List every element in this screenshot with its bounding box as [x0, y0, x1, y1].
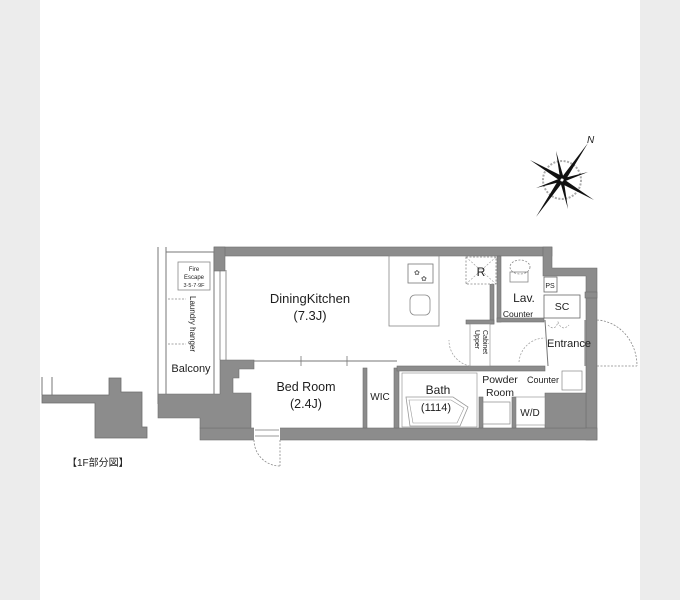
powder-counter-label: Counter: [527, 375, 559, 385]
compass-icon: N: [530, 135, 595, 217]
dining-kitchen-room: ✿ ✿ DiningKitchen (7.3J): [219, 255, 440, 366]
lav-counter-label: Counter: [503, 309, 533, 319]
inset-1f-label: 【1F部分図】: [67, 456, 129, 469]
dining-kitchen-size: (7.3J): [293, 308, 326, 323]
entrance-door-swing: [596, 319, 638, 367]
fire-escape-floors: 3·5·7·9F: [183, 283, 205, 289]
wic-label: WIC: [370, 392, 389, 403]
refrigerator-space: R: [465, 256, 497, 285]
bath-room: Bath (1114): [401, 372, 478, 428]
bath-size: (1114): [421, 402, 451, 414]
stove-icon: [407, 263, 434, 284]
bedroom-door-swing: [253, 439, 281, 467]
balcony-label: Balcony: [171, 363, 211, 375]
svg-text:Room: Room: [486, 387, 514, 399]
svg-text:Cabinet: Cabinet: [481, 330, 488, 354]
dining-kitchen-label: DiningKitchen: [270, 291, 350, 306]
lav-label: Lav.: [513, 291, 535, 305]
floorplan-drawing: N 【1F部分図】 Fire Escape 3·5·7·9F Laundry h…: [41, 135, 638, 469]
entrance-label: Entrance: [547, 338, 591, 350]
svg-text:✿: ✿: [414, 270, 420, 277]
svg-text:Escape: Escape: [184, 275, 205, 281]
vanity-icon: [482, 401, 511, 425]
bathtub-icon: [405, 396, 469, 427]
floorplan-sheet: N 【1F部分図】 Fire Escape 3·5·7·9F Laundry h…: [40, 0, 640, 600]
svg-text:✿: ✿: [421, 276, 427, 283]
lavatory-room: Lav. Counter PS SC: [503, 259, 581, 319]
bath-label: Bath: [426, 383, 451, 397]
pipe-space-label: PS: [545, 283, 555, 290]
refrigerator-label: R: [477, 265, 486, 279]
bed-room: Bed Room (2.4J): [276, 380, 335, 411]
sink-icon: [409, 294, 431, 316]
upper-cabinet: Upper Cabinet: [448, 323, 546, 367]
balcony-area: Fire Escape 3·5·7·9F Laundry hanger Balc…: [157, 247, 215, 404]
walls: [157, 246, 598, 441]
laundry-hanger-label: Laundry hanger: [188, 296, 197, 352]
svg-text:Upper: Upper: [473, 330, 480, 350]
shoe-cabinet-label: SC: [555, 301, 570, 313]
fire-escape-label: Fire: [189, 267, 200, 273]
powder-room-label: Powder: [482, 374, 518, 386]
entrance-area: Entrance: [544, 319, 638, 367]
inset-1f-plan: 【1F部分図】: [41, 377, 148, 469]
powder-room: Powder Room Counter W/D: [482, 370, 583, 426]
compass-north-label: N: [587, 135, 595, 146]
bed-room-size: (2.4J): [290, 397, 322, 411]
bed-room-label: Bed Room: [276, 380, 335, 394]
washer-dryer-label: W/D: [520, 408, 539, 419]
